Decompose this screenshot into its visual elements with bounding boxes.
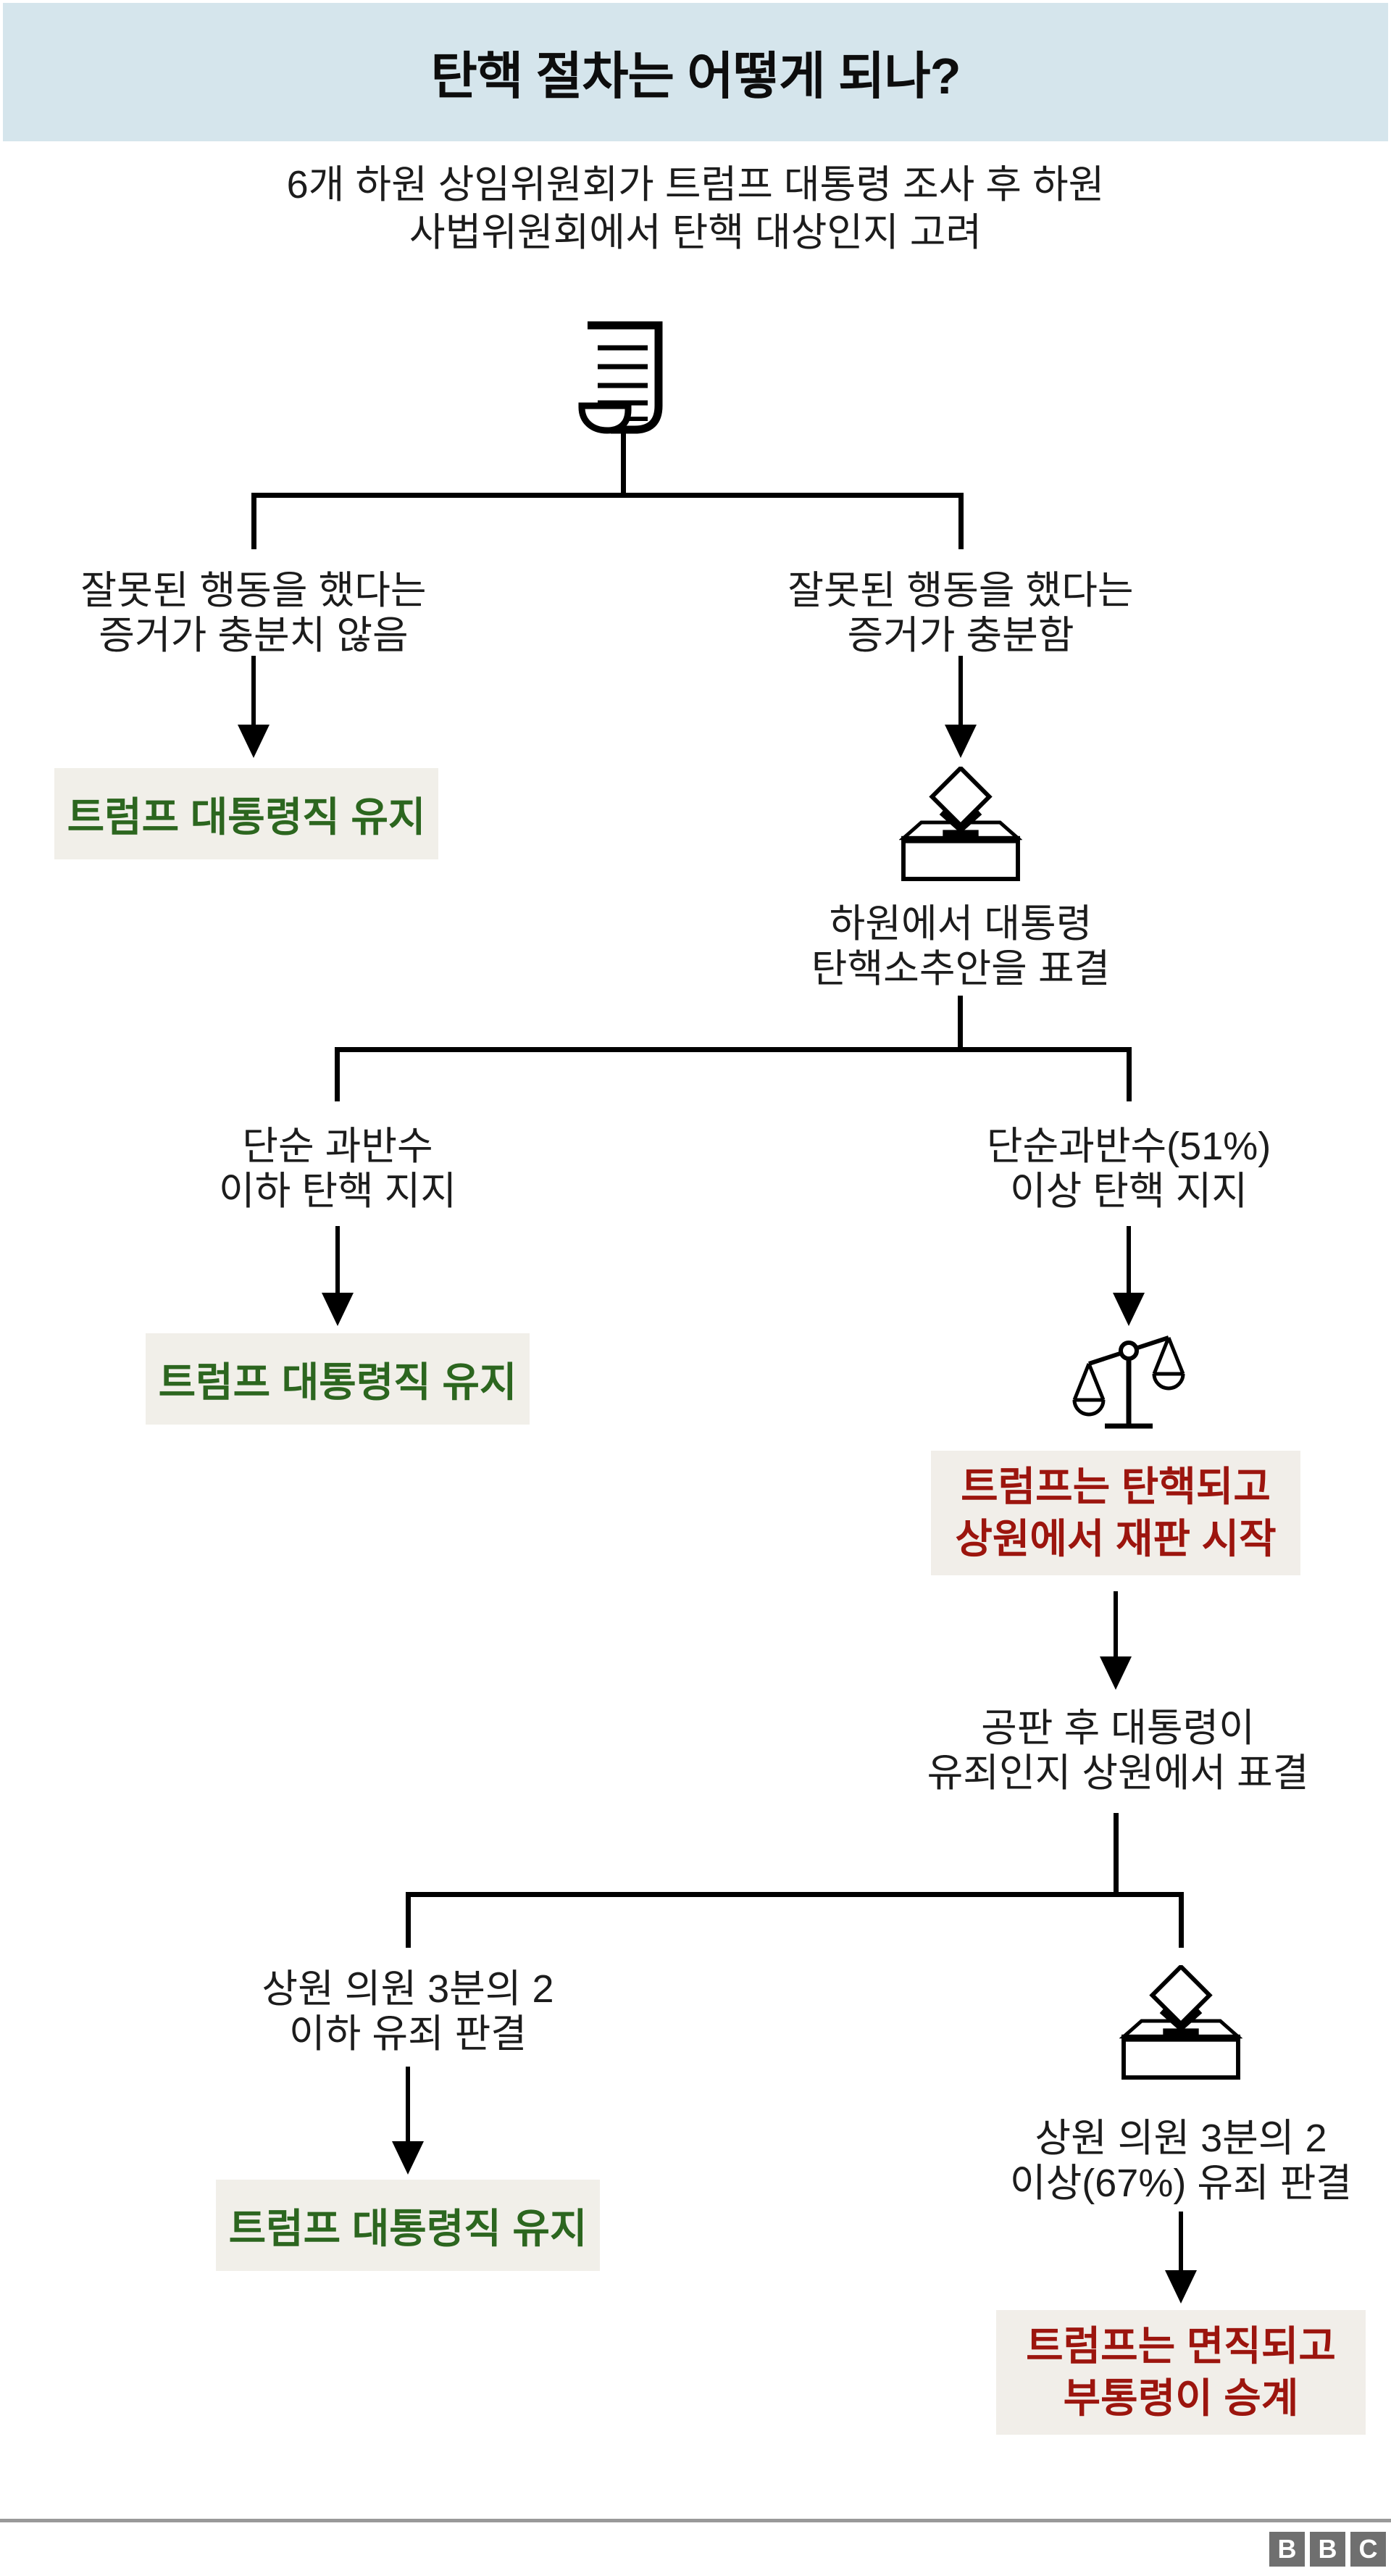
footer-divider bbox=[0, 2519, 1391, 2522]
connector-stem-3 bbox=[1114, 1813, 1119, 1897]
senate-vote-caption-line2: 유죄인지 상원에서 표결 bbox=[927, 1751, 1309, 1795]
branch2-right-stub bbox=[1127, 1047, 1132, 1101]
result-removed-line1: 트럼프는 면직되고 bbox=[1026, 2323, 1336, 2369]
arrow-down-head bbox=[945, 725, 977, 758]
outcome-text: 트럼프 대통령직 유지 bbox=[67, 793, 426, 840]
branch1-right-label: 잘못된 행동을 했다는 증거가 충분함 bbox=[788, 568, 1133, 658]
branch2-right-line1: 단순과반수(51%) bbox=[986, 1125, 1271, 1168]
arrow-down-head bbox=[322, 1293, 354, 1326]
arrow-down bbox=[1179, 2212, 1183, 2270]
result-box-removed: 트럼프는 면직되고 부통령이 승계 bbox=[996, 2310, 1366, 2435]
arrow-down bbox=[1127, 1226, 1131, 1293]
outcome-box-president-stays-1: 트럼프 대통령직 유지 bbox=[54, 768, 438, 859]
branch2-right-label: 단순과반수(51%) 이상 탄핵 지지 bbox=[987, 1124, 1271, 1214]
branch2-horizontal-line bbox=[335, 1047, 1132, 1052]
arrow-down bbox=[335, 1226, 340, 1293]
bbc-logo: B B C bbox=[1269, 2532, 1386, 2567]
intro-line-1: 6개 하원 상임위원회가 트럼프 대통령 조사 후 하원 bbox=[286, 163, 1105, 207]
arrow-down bbox=[1114, 1591, 1118, 1656]
arrow-down bbox=[406, 2067, 410, 2141]
branch2-left-line1: 단순 과반수 bbox=[242, 1125, 433, 1168]
branch2-left-line2: 이하 탄핵 지지 bbox=[218, 1170, 457, 1213]
ballot-box-icon bbox=[899, 767, 1022, 881]
arrow-down-head bbox=[392, 2141, 424, 2175]
ballot-box-icon bbox=[1119, 1965, 1242, 2080]
scales-of-justice-icon bbox=[1067, 1319, 1190, 1435]
bbc-logo-letter: B bbox=[1269, 2532, 1305, 2567]
bbc-logo-letter: C bbox=[1350, 2532, 1386, 2567]
branch1-right-line1: 잘못된 행동을 했다는 bbox=[788, 569, 1134, 612]
page-title: 탄핵 절차는 어떻게 되나? bbox=[430, 48, 961, 104]
result-impeached-line2: 상원에서 재판 시작 bbox=[955, 1516, 1277, 1562]
branch1-left-line2: 증거가 충분치 않음 bbox=[99, 614, 409, 657]
header-band: 탄핵 절차는 어떻게 되나? bbox=[3, 3, 1388, 141]
branch3-right-stub bbox=[1179, 1892, 1184, 1948]
result-box-impeached: 트럼프는 탄핵되고 상원에서 재판 시작 bbox=[931, 1451, 1300, 1575]
branch1-horizontal-line bbox=[251, 493, 964, 498]
branch3-right-line1: 상원 의원 3분의 2 bbox=[1035, 2117, 1327, 2160]
branch1-left-label: 잘못된 행동을 했다는 증거가 충분치 않음 bbox=[80, 568, 426, 658]
branch3-left-line2: 이하 유죄 판결 bbox=[288, 2012, 527, 2056]
branch2-left-stub bbox=[335, 1047, 340, 1101]
arrow-down-head bbox=[238, 725, 270, 758]
arrow-down-head bbox=[1100, 1656, 1132, 1690]
house-vote-caption-line2: 탄핵소추안을 표결 bbox=[811, 947, 1111, 991]
document-icon bbox=[577, 320, 669, 435]
arrow-down-head bbox=[1113, 1293, 1145, 1326]
branch3-right-line2: 이상(67%) 유죄 판결 bbox=[1009, 2162, 1353, 2205]
branch3-right-label: 상원 의원 3분의 2 이상(67%) 유죄 판결 bbox=[1010, 2116, 1352, 2206]
result-removed-line2: 부통령이 승계 bbox=[1063, 2375, 1299, 2421]
intro-line-2: 사법위원회에서 탄핵 대상인지 고려 bbox=[409, 211, 982, 254]
outcome-text: 트럼프 대통령직 유지 bbox=[228, 2205, 588, 2251]
senate-vote-caption: 공판 후 대통령이 유죄인지 상원에서 표결 bbox=[927, 1706, 1309, 1796]
house-vote-caption: 하원에서 대통령 탄핵소추안을 표결 bbox=[811, 901, 1110, 991]
outcome-box-president-stays-3: 트럼프 대통령직 유지 bbox=[216, 2180, 600, 2271]
ballot-box-icon bbox=[1119, 1965, 1242, 2080]
arrow-down bbox=[251, 656, 256, 725]
scales-of-justice-icon bbox=[1072, 1335, 1185, 1429]
branch2-left-label: 단순 과반수 이하 탄핵 지지 bbox=[219, 1124, 456, 1214]
arrow-down bbox=[958, 656, 963, 725]
branch1-right-line2: 증거가 충분함 bbox=[847, 614, 1074, 657]
branch1-right-stub bbox=[958, 493, 964, 549]
intro-text: 6개 하원 상임위원회가 트럼프 대통령 조사 후 하원 사법위원회에서 탄핵 … bbox=[287, 161, 1105, 257]
house-vote-caption-line1: 하원에서 대통령 bbox=[829, 902, 1093, 946]
outcome-box-president-stays-2: 트럼프 대통령직 유지 bbox=[146, 1333, 530, 1425]
connector-stem-1 bbox=[621, 433, 626, 496]
branch3-left-line1: 상원 의원 3분의 2 bbox=[262, 1967, 554, 2011]
branch2-right-line2: 이상 탄핵 지지 bbox=[1009, 1170, 1248, 1213]
branch3-horizontal-line bbox=[406, 1892, 1184, 1897]
result-impeached-line1: 트럼프는 탄핵되고 bbox=[961, 1464, 1271, 1509]
document-icon bbox=[578, 321, 663, 434]
outcome-text: 트럼프 대통령직 유지 bbox=[158, 1359, 517, 1405]
senate-vote-caption-line1: 공판 후 대통령이 bbox=[981, 1706, 1255, 1750]
ballot-box-icon bbox=[899, 767, 1022, 881]
connector-stem-2 bbox=[958, 996, 963, 1049]
arrow-down-head bbox=[1165, 2270, 1197, 2304]
branch1-left-stub bbox=[251, 493, 256, 549]
branch3-left-stub bbox=[406, 1892, 411, 1948]
branch1-left-line1: 잘못된 행동을 했다는 bbox=[80, 569, 427, 612]
bbc-logo-letter: B bbox=[1310, 2532, 1345, 2567]
branch3-left-label: 상원 의원 3분의 2 이하 유죄 판결 bbox=[262, 1967, 554, 2056]
